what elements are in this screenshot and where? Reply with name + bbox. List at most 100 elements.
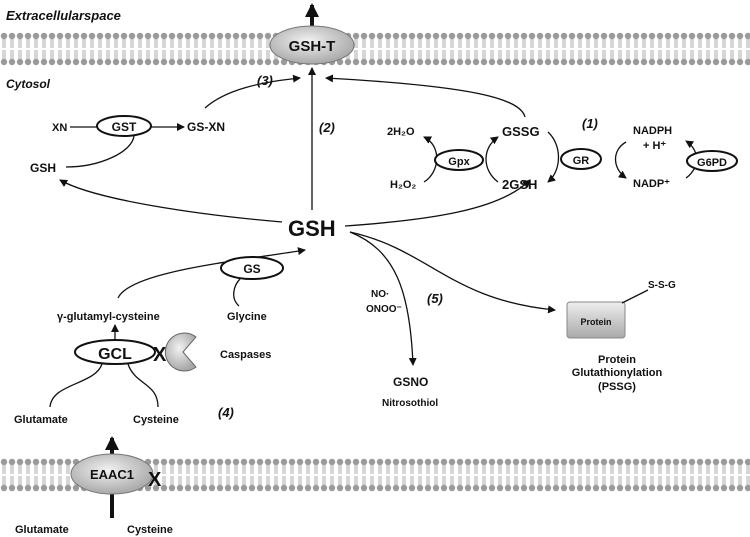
gs-enzyme (220, 256, 284, 280)
lipid-head (160, 484, 168, 492)
lipid-head (136, 32, 144, 40)
lipid-tail (202, 50, 206, 59)
lipid-head (24, 32, 32, 40)
lipid-tail (450, 39, 454, 48)
lipid-tail (10, 465, 14, 474)
lipid-head (456, 484, 464, 492)
lipid-tail (514, 465, 518, 474)
lipid-tail (722, 465, 726, 474)
lipid-head (256, 58, 264, 66)
lipid-tail (634, 476, 638, 485)
lipid-head (696, 58, 704, 66)
lipid-tail (586, 50, 590, 59)
lipid-tail (322, 465, 326, 474)
lipid-tail (234, 39, 238, 48)
lipid-head (472, 484, 480, 492)
lipid-tail (418, 476, 422, 485)
lipid-head (632, 458, 640, 466)
lipid-tail (674, 50, 678, 59)
lipid-tail (50, 50, 54, 59)
lipid-tail (482, 50, 486, 59)
lipid-head (448, 58, 456, 66)
lipid-head (176, 484, 184, 492)
lipid-tail (234, 50, 238, 59)
lipid-tail (426, 476, 430, 485)
lipid-head (280, 484, 288, 492)
glutathionylation-caption-2: Glutathionylation (572, 367, 663, 379)
lipid-tail (386, 476, 390, 485)
central-gsh-label: GSH (288, 216, 336, 241)
lipid-head (448, 484, 456, 492)
cytosol-label: Cytosol (6, 77, 51, 91)
lipid-tail (378, 50, 382, 59)
lipid-head (672, 32, 680, 40)
lipid-head (296, 484, 304, 492)
lipid-tail (210, 465, 214, 474)
lipid-head (416, 484, 424, 492)
lipid-head (504, 32, 512, 40)
lipid-head (80, 58, 88, 66)
lipid-head (320, 458, 328, 466)
lipid-head (392, 58, 400, 66)
lipid-tail (210, 50, 214, 59)
gsh-substrate-label: GSH (30, 161, 56, 175)
lipid-head (736, 484, 744, 492)
lipid-tail (114, 39, 118, 48)
lipid-head (168, 58, 176, 66)
lipid-tail (242, 476, 246, 485)
lipid-tail (58, 39, 62, 48)
lipid-head (8, 32, 16, 40)
lipid-head (152, 484, 160, 492)
lipid-head (80, 32, 88, 40)
2gsh-to-gssg-curve (485, 136, 499, 183)
lipid-head (72, 58, 80, 66)
lipid-head (168, 32, 176, 40)
lipid-tail (714, 50, 718, 59)
lipid-tail (458, 476, 462, 485)
lipid-tail (530, 476, 534, 485)
lipid-tail (450, 50, 454, 59)
lipid-tail (562, 465, 566, 474)
lipid-head (528, 484, 536, 492)
lipid-head (200, 484, 208, 492)
glutathionylation-caption-3: (PSSG) (598, 381, 636, 393)
lipid-tail (186, 39, 190, 48)
lipid-head (664, 32, 672, 40)
lipid-tail (554, 39, 558, 48)
lipid-head (56, 32, 64, 40)
lipid-tail (562, 39, 566, 48)
lipid-tail (706, 465, 710, 474)
lipid-head (176, 32, 184, 40)
lipid-head (664, 58, 672, 66)
lipid-head (224, 32, 232, 40)
lipid-head (448, 458, 456, 466)
lipid-tail (274, 476, 278, 485)
lipid-head (72, 32, 80, 40)
lipid-tail (578, 476, 582, 485)
lipid-head (56, 58, 64, 66)
lipid-head (168, 458, 176, 466)
lipid-tail (370, 465, 374, 474)
lipid-head (488, 32, 496, 40)
lipid-tail (242, 39, 246, 48)
lipid-head (408, 458, 416, 466)
lipid-tail (266, 465, 270, 474)
lipid-head (528, 58, 536, 66)
lipid-head (680, 32, 688, 40)
lipid-tail (226, 476, 230, 485)
lipid-head (744, 458, 750, 466)
lipid-tail (66, 476, 70, 485)
lipid-head (440, 484, 448, 492)
lipid-head (480, 58, 488, 66)
lipid-tail (690, 50, 694, 59)
lipid-tail (42, 476, 46, 485)
gpx-enzyme (434, 149, 484, 171)
lipid-head (568, 58, 576, 66)
lipid-tail (58, 476, 62, 485)
lipid-tail (218, 50, 222, 59)
lipid-tail (290, 476, 294, 485)
lipid-tail (394, 39, 398, 48)
lipid-head (360, 32, 368, 40)
lipid-head (536, 484, 544, 492)
